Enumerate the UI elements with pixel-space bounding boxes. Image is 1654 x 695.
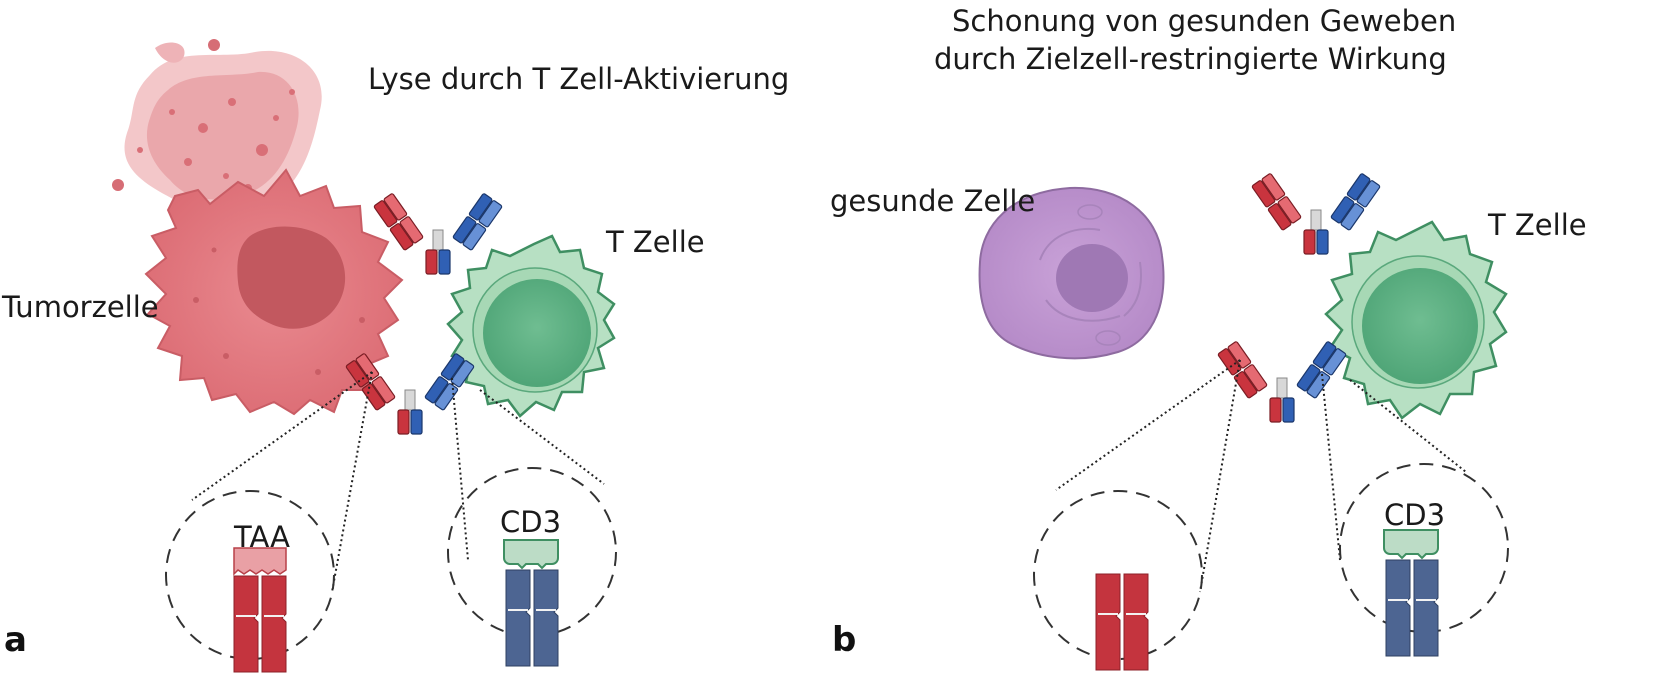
tumor-cell-label: Tumorzelle xyxy=(2,290,159,324)
bispecific-antibody-icon xyxy=(1251,172,1381,255)
cd3-receptor-icon xyxy=(1383,529,1439,657)
panel-a-letter: a xyxy=(4,620,27,660)
zoom-circle-taa xyxy=(1033,490,1203,660)
unbound-receptor-icon xyxy=(1095,573,1149,671)
panel-b-letter: b xyxy=(832,620,857,660)
t-cell-label: T Zelle xyxy=(606,225,705,259)
t-cell-icon xyxy=(1324,220,1508,420)
panel-a-title: Lyse durch T Zell-Aktivierung xyxy=(368,62,790,96)
lysis-debris-icon xyxy=(112,39,322,215)
zoom-circle-cd3 xyxy=(447,467,617,637)
zoom-circle-taa xyxy=(165,490,335,660)
healthy-cell-icon xyxy=(978,186,1165,360)
cd3-label: CD3 xyxy=(500,505,562,539)
bispecific-antibody-icon xyxy=(345,352,475,435)
taa-receptor-icon xyxy=(233,547,287,673)
zoom-lines xyxy=(1055,359,1467,593)
zoom-circle-cd3 xyxy=(1339,463,1509,633)
cd3-label: CD3 xyxy=(1384,498,1446,532)
bispecific-antibody-icon xyxy=(373,192,503,275)
taa-label: TAA xyxy=(234,520,290,554)
panel-b-title-line1: Schonung von gesunden Geweben xyxy=(952,4,1457,38)
tumor-cell-icon xyxy=(144,168,404,416)
zoom-lines xyxy=(191,371,605,593)
panel-b-title-line2: durch Zielzell-restringierte Wirkung xyxy=(934,42,1447,76)
healthy-cell-label: gesunde Zelle xyxy=(830,184,1036,218)
cd3-receptor-icon xyxy=(503,539,559,667)
t-cell-icon xyxy=(446,234,616,418)
t-cell-label: T Zelle xyxy=(1488,208,1587,242)
